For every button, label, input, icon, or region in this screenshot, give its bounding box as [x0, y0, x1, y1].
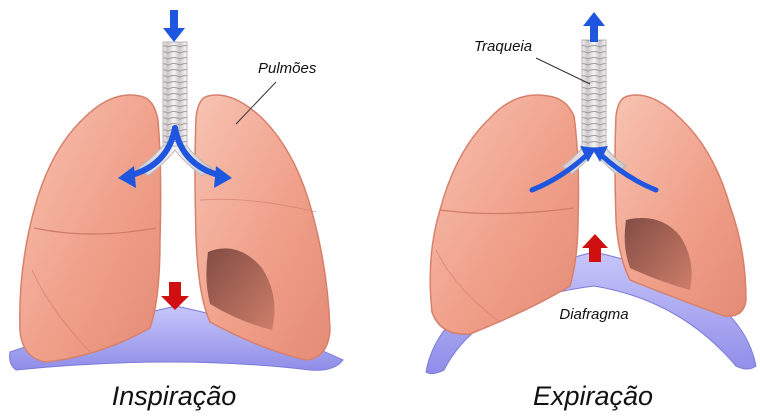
- left-lung-inspiration: [20, 95, 161, 362]
- inspiration-caption: Inspiração: [112, 381, 237, 411]
- trachea-label: Traqueia: [474, 38, 532, 55]
- expiration-panel: Traqueia Diafragma Expiração: [426, 12, 756, 411]
- air-out-arrow: [583, 12, 605, 42]
- diaphragm-label: Diafragma: [559, 306, 628, 323]
- inspiration-panel: Pulmões Inspiração: [10, 10, 343, 411]
- diaphragm-down-arrow: [161, 282, 189, 310]
- lungs-label: Pulmões: [258, 60, 317, 77]
- air-in-arrow: [163, 10, 185, 42]
- trachea-right: [582, 40, 606, 152]
- expiration-caption: Expiração: [533, 381, 653, 411]
- left-lung-expiration: [430, 95, 578, 334]
